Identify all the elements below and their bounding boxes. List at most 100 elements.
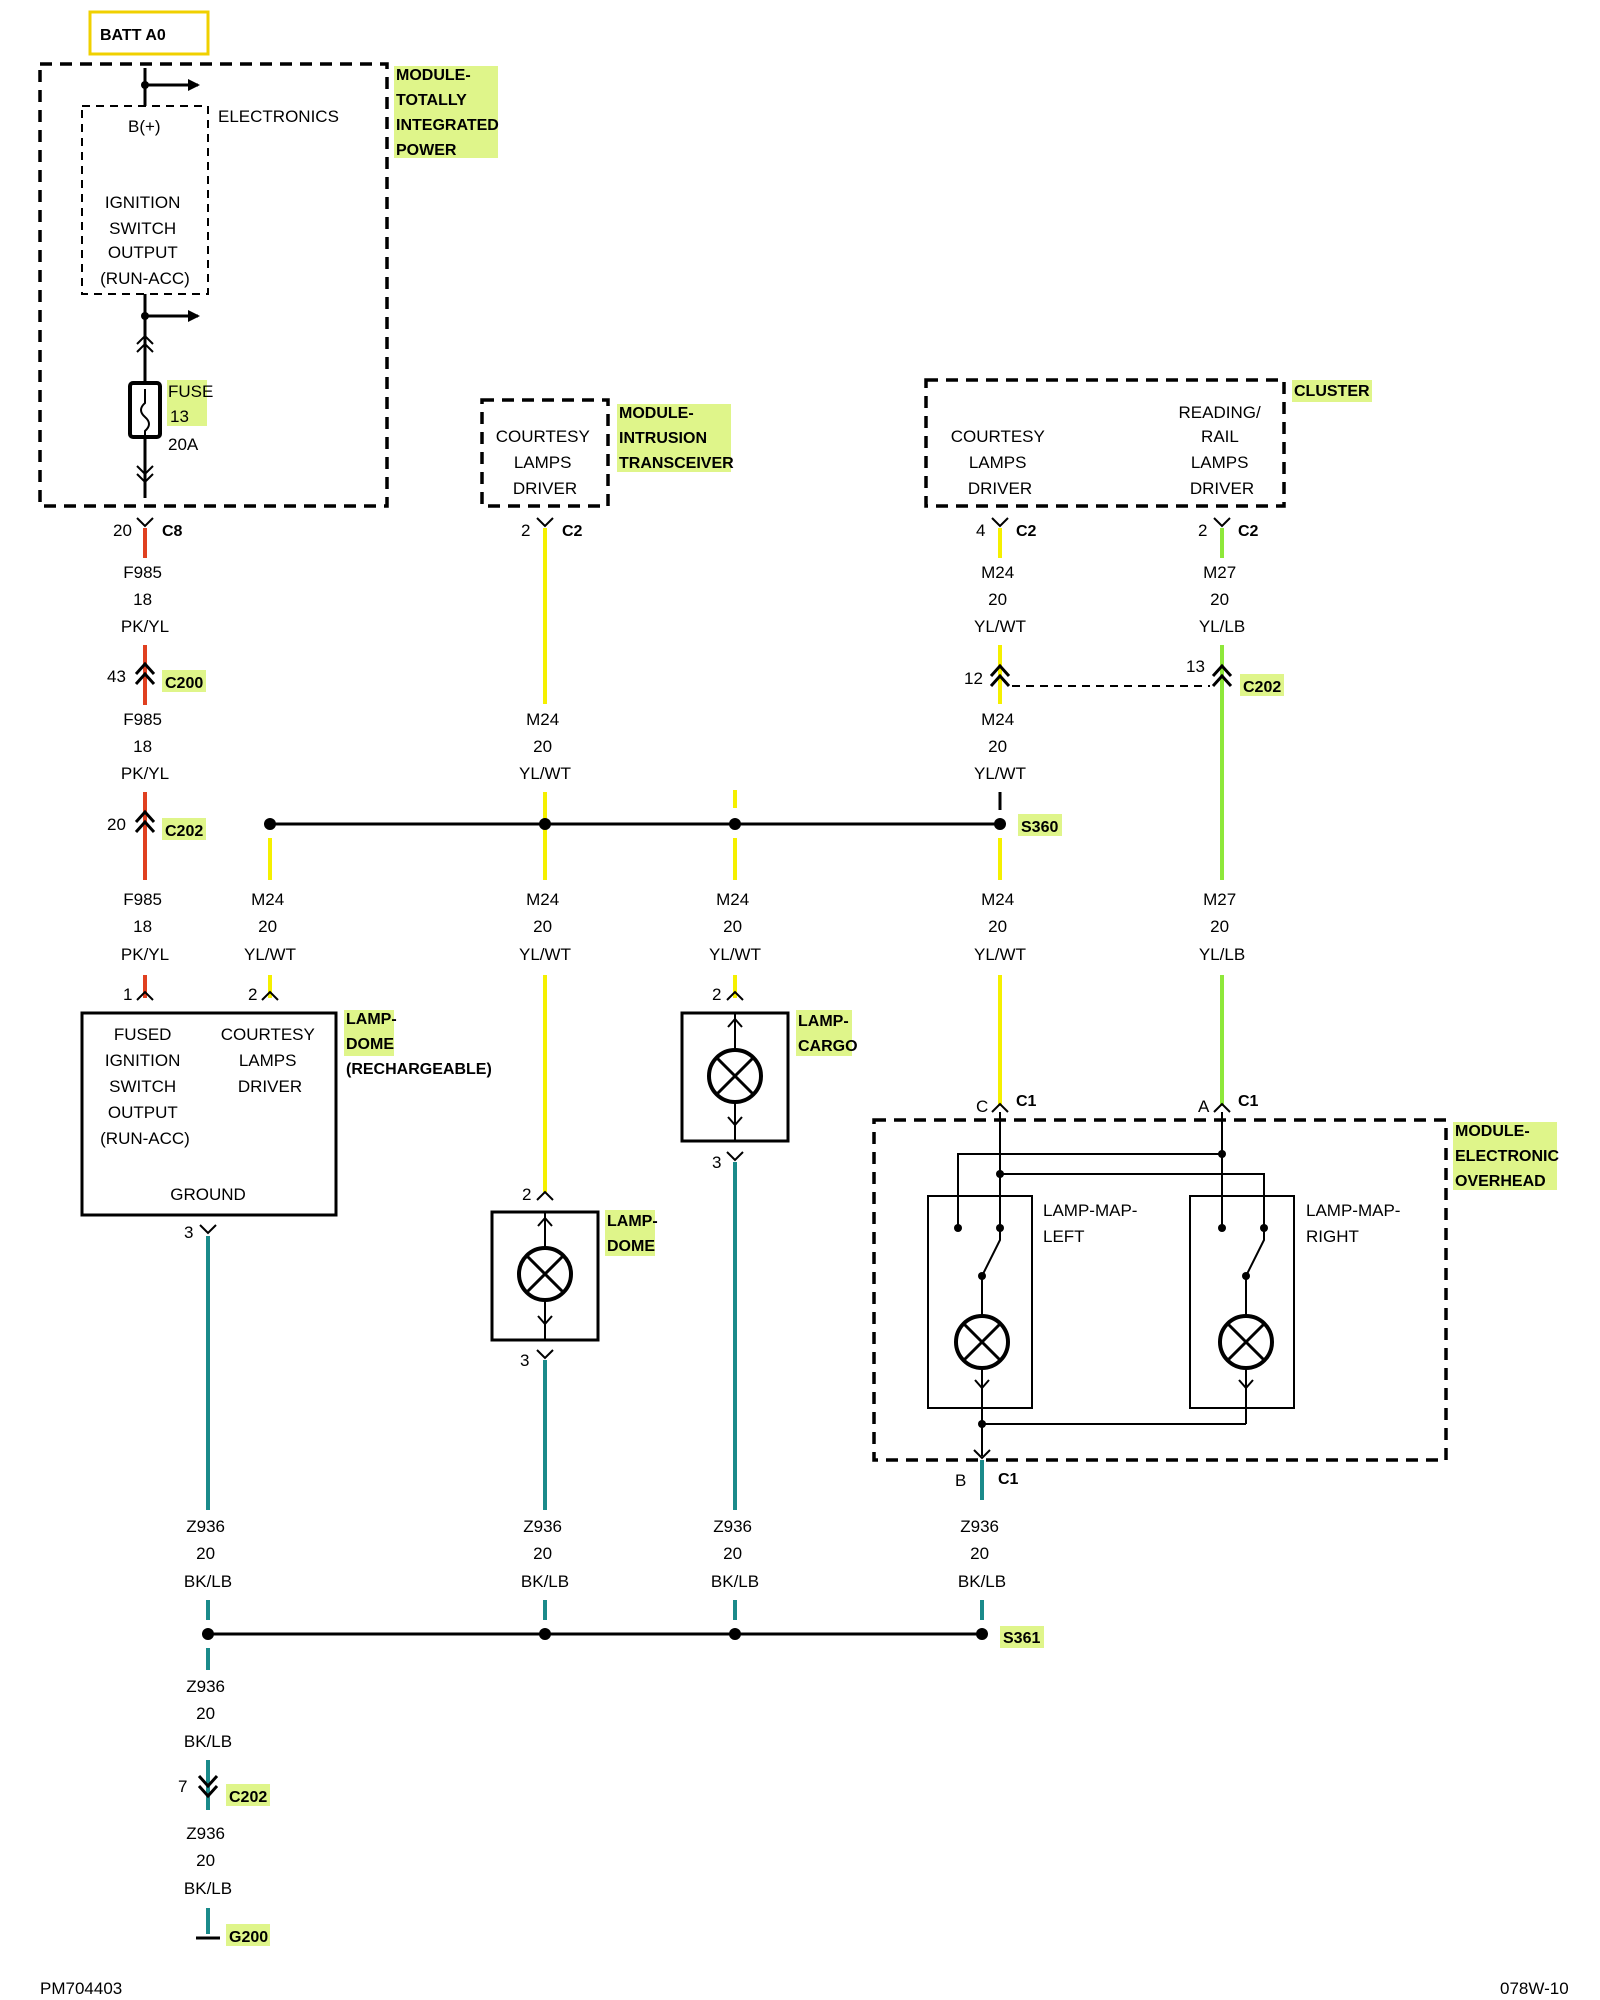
fuse-bottom-chevron: [136, 465, 154, 484]
dome-r-courtesy-label: COURTESY LAMPS DRIVER: [221, 1025, 320, 1096]
wire-label-z936-cargo: Z936 20 BK/LB: [711, 1517, 759, 1591]
cargo-pin3-icon: [726, 1151, 744, 1162]
bplus-splice-dot: [141, 81, 149, 89]
c8-connector-icon: [136, 517, 154, 528]
lamp-map-right-box: [1189, 1195, 1295, 1409]
fuse-top-chevron: [136, 334, 154, 353]
wire-label-z936-main: Z936 20 BK/LB: [184, 1677, 232, 1751]
c202-ground-connector-icon: [197, 1774, 219, 1799]
c202-f985-name: C202: [165, 823, 203, 840]
dome-r-pin2-icon: [261, 990, 279, 1001]
s361-highlight: [1000, 1626, 1044, 1648]
cargo-name-highlight: [796, 1010, 852, 1056]
itm-driver-label: COURTESY LAMPS DRIVER: [496, 427, 595, 498]
map-left-bulb-filament: [962, 1322, 1002, 1362]
fuse-element-icon: [140, 389, 150, 437]
ovh-a-name: C1: [1238, 1093, 1259, 1110]
wire-label-m27-cl: M27 20 YL/LB: [1199, 563, 1245, 636]
c200-pin: 43: [107, 667, 126, 686]
s361-dot-dome-r: [202, 1628, 214, 1640]
wire-label-m24-ovh: M24 20 YL/WT: [974, 890, 1026, 964]
wire-label-m24-itm: M24 20 YL/WT: [519, 710, 571, 783]
s361-dot-ovh: [976, 1628, 988, 1640]
map-right-label: LAMP-MAP- RIGHT: [1306, 1201, 1405, 1246]
wire-label-f985-a: F985 18 PK/YL: [121, 563, 169, 636]
dome-r-name: LAMP- DOME (RECHARGEABLE): [346, 1011, 492, 1078]
dome-r-ground-label: GROUND: [170, 1185, 246, 1204]
footer-right-id: 078W-10: [1500, 1979, 1569, 1998]
dome-r-pin2: 2: [248, 985, 257, 1004]
lamp-map-left-box: [927, 1195, 1033, 1409]
lamp-dome-rechargeable-box: [80, 1011, 338, 1217]
dome-lamp-arrow-top: [537, 1216, 553, 1227]
cluster-name: CLUSTER: [1294, 383, 1370, 400]
c200-highlight: [162, 670, 206, 692]
itm-c2-connector-icon: [536, 517, 554, 528]
cluster-reading-driver-label: READING/ RAIL LAMPS DRIVER: [1179, 403, 1266, 498]
c202-m27-highlight: [1240, 674, 1284, 696]
dome-r-pin3: 3: [184, 1223, 193, 1242]
overhead-module-border: [872, 1118, 1448, 1462]
c202-ground-pin: 7: [178, 1777, 187, 1796]
footer-left-id: PM704403: [40, 1979, 122, 1998]
wire-label-m24-dr: M24 20 YL/WT: [244, 890, 296, 964]
cluster-c2-m24-pin: 4: [976, 521, 985, 540]
wire-label-z936-ovh: Z936 20 BK/LB: [958, 1517, 1006, 1591]
fuse-rating: 20A: [168, 435, 199, 454]
ovh-b-connector-icon: [973, 1449, 991, 1460]
ign-output-wire: [143, 294, 198, 383]
tipm-name-highlight: [394, 66, 498, 158]
cluster-courtesy-driver-label: COURTESY LAMPS DRIVER: [951, 427, 1050, 498]
itm-c2-name: C2: [562, 523, 583, 540]
c200-connector-icon: [134, 661, 156, 686]
ovh-ground-splice-dot: [978, 1420, 986, 1428]
dome-r-pin1-icon: [136, 990, 154, 1001]
c202-m24-connector-icon: [989, 663, 1011, 688]
s361-label: S361: [1003, 1630, 1040, 1647]
c200-name: C200: [165, 675, 203, 692]
cluster-c2-m27-pin: 2: [1198, 521, 1207, 540]
cluster-c2-m27-icon: [1213, 517, 1231, 528]
s360-dot-dome-r: [264, 818, 276, 830]
dome-pin2-icon: [536, 1190, 554, 1201]
dome-pin3: 3: [520, 1351, 529, 1370]
map-right-switch-icon: [1245, 1228, 1265, 1316]
cluster-c2-m24-name: C2: [1016, 523, 1037, 540]
dome-pin3-icon: [536, 1349, 554, 1360]
fuse-name-highlight: [167, 380, 207, 426]
c8-name: C8: [162, 523, 183, 540]
map-right-bulb-filament: [1226, 1322, 1266, 1362]
s360-dot-cargo: [729, 818, 741, 830]
map-right-bottom-lead: [1238, 1368, 1254, 1424]
cargo-name: LAMP- CARGO: [798, 1013, 858, 1055]
fuse-name: FUSE: [168, 382, 213, 401]
c202-m24-pin: 12: [964, 669, 983, 688]
dome-r-fused-ign-label: FUSED IGNITION SWITCH OUTPUT (RUN-ACC): [100, 1025, 190, 1148]
c202-ground-highlight: [226, 1784, 270, 1806]
wire-label-z936-gnd: Z936 20 BK/LB: [184, 1824, 232, 1898]
wire-label-z936-dr: Z936 20 BK/LB: [184, 1517, 232, 1591]
wire-label-f985-b: F985 18 PK/YL: [121, 710, 169, 783]
c202-m27-connector-icon: [1211, 663, 1233, 688]
ign-output-splice-dot: [141, 312, 149, 320]
map-left-label: LAMP-MAP- LEFT: [1043, 1201, 1142, 1246]
ovh-a-internal-wire: [957, 1112, 1223, 1228]
ovh-b-name: C1: [998, 1471, 1019, 1488]
ovh-b-pin: B: [955, 1471, 966, 1490]
fuse-number: 13: [170, 407, 189, 426]
c202-f985-highlight: [162, 818, 206, 840]
batt-label-box: [88, 10, 210, 56]
c202-f985-connector-icon: [134, 809, 156, 834]
tipm-module-border: [38, 62, 389, 508]
cargo-bulb-filament: [715, 1056, 755, 1096]
ovh-a-splice-dot: [1218, 1150, 1226, 1158]
ovh-c-connector-icon: [991, 1102, 1009, 1113]
dome-pin2: 2: [522, 1185, 531, 1204]
itm-name: MODULE- INTRUSION TRANSCEIVER: [619, 405, 734, 472]
ovh-a-connector-icon: [1213, 1102, 1231, 1113]
ovh-c-pin: C: [976, 1097, 988, 1116]
ovh-ground-bus: [981, 1423, 1246, 1456]
wire-label-m24-cl2: M24 20 YL/WT: [974, 710, 1026, 783]
dome-name-highlight: [605, 1210, 655, 1256]
